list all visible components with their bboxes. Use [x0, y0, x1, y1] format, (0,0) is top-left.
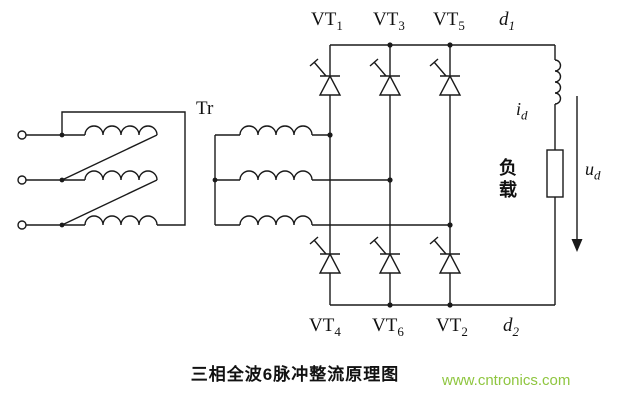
smoothing-inductor	[554, 59, 562, 105]
label-vt4-sub: 4	[334, 323, 341, 339]
three-phase-input-terminals	[17, 130, 85, 230]
transformer-label-text: Tr	[196, 98, 214, 119]
label-d2: d2	[503, 315, 520, 339]
label-vt4: VT4	[309, 315, 341, 339]
thyristor-vt5-symbol	[429, 58, 461, 96]
thyristor-vt4-symbol	[309, 236, 341, 274]
label-vt1-sub: 1	[336, 17, 343, 33]
current-id-sub: d	[521, 107, 528, 123]
label-vt5: VT5	[433, 9, 465, 33]
label-vt4-base: VT	[309, 315, 335, 336]
thyristor-vt3-symbol	[369, 58, 401, 96]
thyristor-vt2-symbol	[429, 236, 461, 274]
label-vt1: VT1	[311, 9, 343, 33]
voltage-ud-label: ud	[585, 159, 601, 183]
thyristor-vt1-symbol	[309, 58, 341, 96]
output-voltage-arrow	[571, 96, 583, 252]
label-vt5-base: VT	[433, 9, 459, 30]
transformer-primary-winding	[59, 111, 186, 228]
label-d1-sub: 1	[508, 17, 516, 33]
load-label: 负载	[499, 158, 517, 200]
label-d2-base: d	[503, 315, 513, 336]
label-vt6-base: VT	[372, 315, 398, 336]
current-id-label: id	[516, 99, 528, 123]
diagram-caption: 三相全波6脉冲整流原理图	[190, 365, 400, 384]
current-id-base: i	[516, 99, 522, 119]
label-vt3: VT3	[373, 9, 405, 33]
label-vt1-base: VT	[311, 9, 337, 30]
label-d1-base: d	[499, 9, 509, 30]
input-terminal-phase-a	[17, 130, 27, 140]
label-d1: d1	[499, 9, 516, 33]
load-resistor	[546, 149, 564, 198]
label-d2-sub: 2	[512, 323, 520, 339]
junction-dots	[327, 42, 453, 308]
watermark-link[interactable]: www.cntronics.com	[442, 372, 571, 389]
label-vt3-sub: 3	[398, 17, 405, 33]
label-vt5-sub: 5	[458, 17, 465, 33]
label-vt6-sub: 6	[397, 323, 404, 339]
voltage-ud-sub: d	[594, 167, 601, 183]
transformer-label: Tr	[196, 98, 214, 120]
input-terminal-phase-b	[17, 175, 27, 185]
transformer-secondary-winding	[212, 125, 313, 226]
label-vt2-base: VT	[436, 315, 462, 336]
label-vt3-base: VT	[373, 9, 399, 30]
label-vt2: VT2	[436, 315, 468, 339]
input-terminal-phase-c	[17, 220, 27, 230]
thyristor-vt6-symbol	[369, 236, 401, 274]
phase-feeder-wires	[312, 134, 450, 226]
dc-output-branch	[546, 45, 564, 305]
rectifier-bridge-frame	[329, 44, 555, 306]
label-vt2-sub: 2	[461, 323, 468, 339]
label-vt6: VT6	[372, 315, 404, 339]
voltage-ud-base: u	[585, 159, 594, 179]
